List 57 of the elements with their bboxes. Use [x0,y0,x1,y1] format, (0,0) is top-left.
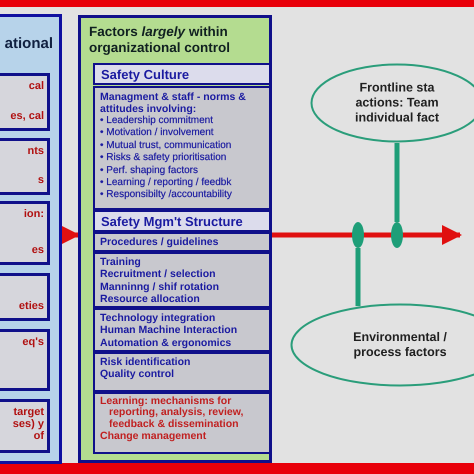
panel [78,15,272,463]
item-text: Quality control [100,368,176,381]
section-header [93,63,271,85]
item-text: Automation & ergonomics [100,336,232,349]
category-text: s [38,174,44,186]
panel-title: ational [4,35,53,52]
category-text: ion: [24,208,44,220]
list-item: • Motivation / involvement [100,127,215,140]
item-text: Change management [100,430,208,442]
category-text: eq's [22,336,44,348]
category-text: es, cal [10,110,44,122]
category-box [0,273,50,321]
list-item: • Mutual trust, communication [100,140,232,152]
item-text: Training [100,256,142,268]
list-intro: Managment & staff - norms & attitudes involving: [100,91,247,115]
category-text: nts [28,145,44,157]
category-box [0,399,50,453]
ellipse-text: Environmental / process factors [352,330,448,360]
junction-oval [352,222,364,248]
content-box [93,392,271,454]
category-box [0,201,50,265]
item-text: Recruitment / selection [100,268,217,281]
connector-line [356,248,360,306]
ellipse-text: Frontline sta actions: Team individual fact [354,80,440,126]
category-box [0,329,50,391]
item-text: Manninng / shif rotation [100,280,220,293]
panel [0,14,62,464]
content-box [93,252,271,308]
arrow [272,225,462,245]
list-item: • Learning / reporting / feedbk [100,177,232,190]
arrow [60,225,80,245]
content-box [93,232,271,252]
category-text: target ses) y of [12,406,44,442]
content-box [93,86,271,210]
list-item: • Leadership commitment [100,115,214,128]
list-item: • Responsibilty /accountability [100,189,233,202]
section-header [93,210,271,232]
item-text: Procedures / guidelines [100,236,220,248]
list-item: • Risks & safety prioritisation [100,152,228,165]
category-text: cal [28,80,44,92]
section-title: Safety Culture [101,67,190,82]
item-text: Resource allocation [100,292,201,306]
category-box [0,138,50,195]
category-box [0,73,50,131]
item-text: Human Machine Interaction [100,324,238,337]
category-text: es [32,244,44,256]
item-text: Learning: mechanisms for reporting, analysis, review, feedback & dissemination [100,396,244,430]
content-box [93,352,271,392]
item-text: Risk identification [100,356,192,368]
item-text: Technology integration [100,312,216,324]
list-item: • Perf. shaping factors [100,164,199,178]
panel-title: Factors largely within organizational control [89,24,232,56]
connector-line [394,143,400,222]
junction-oval [391,222,403,248]
section-title: Safety Mgm't Structure [101,214,244,229]
content-box [93,308,271,352]
category-text: eties [18,300,44,312]
